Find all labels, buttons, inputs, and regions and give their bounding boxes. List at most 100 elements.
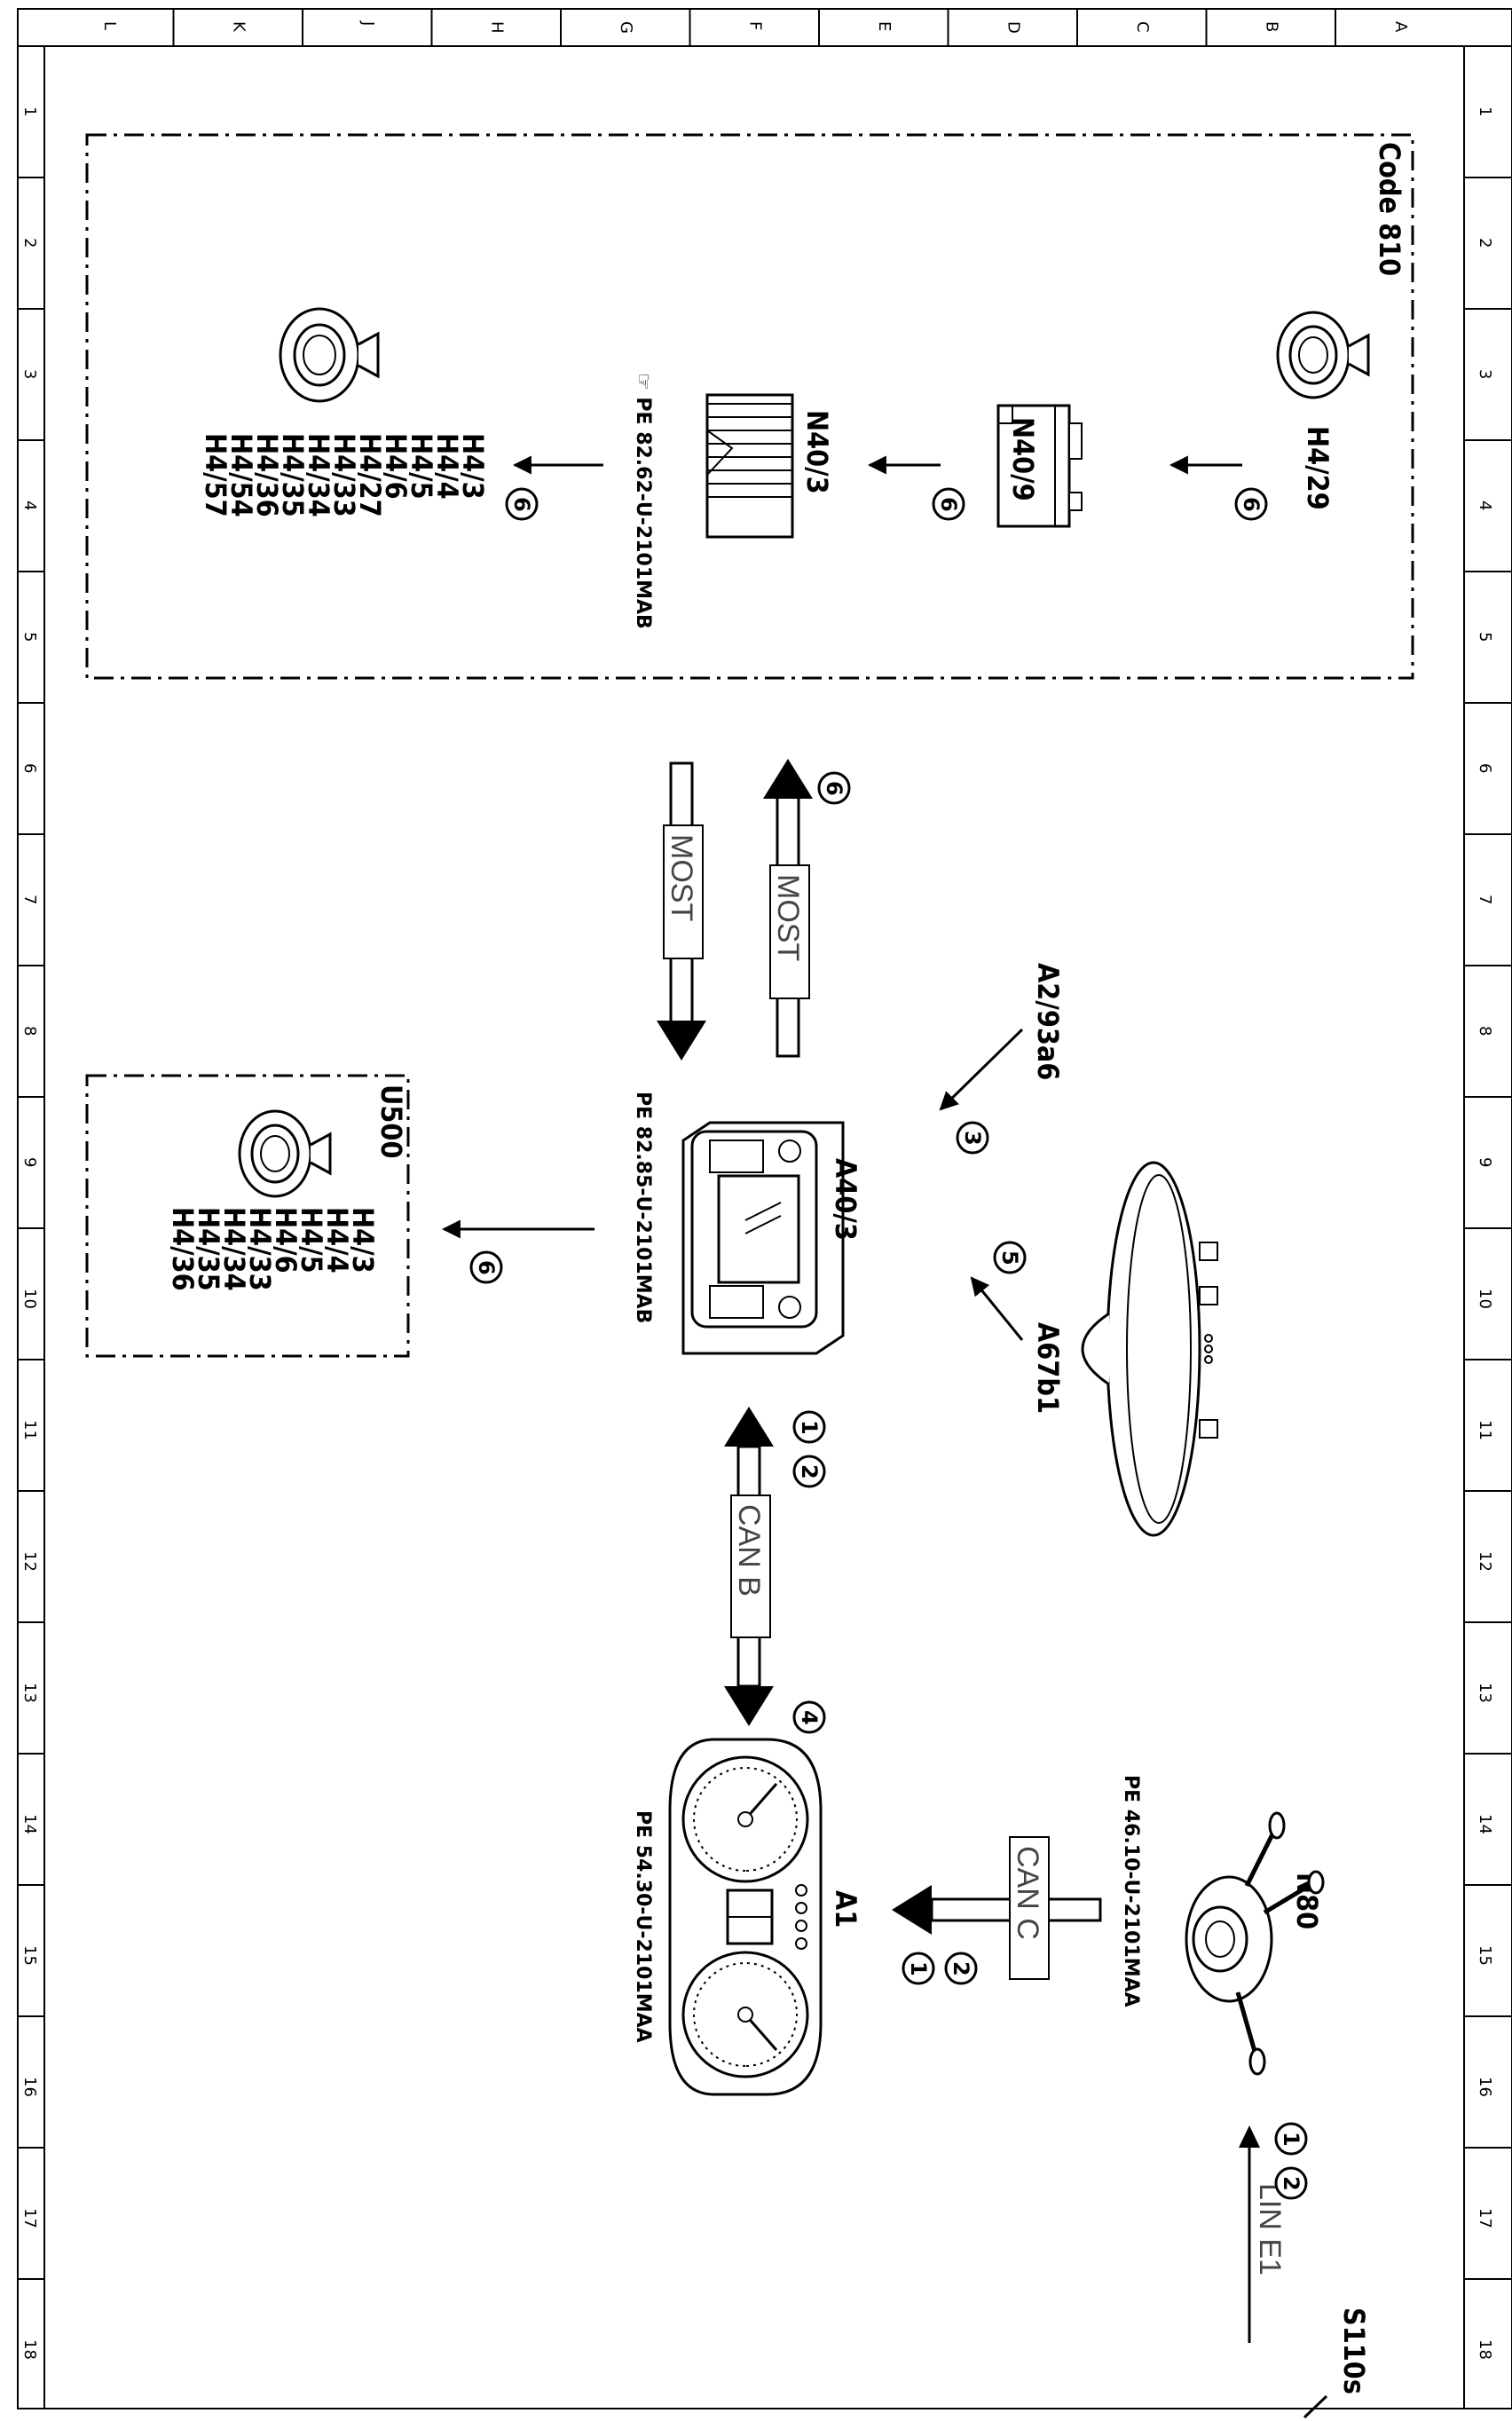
row-number-left: 9 (20, 1157, 39, 1167)
drawing-frame (17, 8, 1512, 2409)
row-number-left: 8 (20, 1026, 39, 1036)
speaker-label: H4/35 (276, 433, 310, 517)
a67b1-label: A67b1 (1031, 1322, 1065, 1414)
lin-e1-group: LIN E1 1 2 S110s (1239, 2122, 1371, 2419)
row-number-left: 15 (20, 1945, 39, 1966)
module-n40-9-icon (996, 404, 1083, 528)
s110s-label: S110s (1337, 2307, 1371, 2394)
n40-3-label: N40/3 (800, 410, 834, 494)
marker-2-label: 2 (1279, 2176, 1303, 2191)
row-number-left: 12 (20, 1551, 39, 1572)
speaker-icon (279, 307, 380, 403)
column-letter: L (100, 21, 119, 30)
row-number-right: 3 (1476, 369, 1494, 379)
a1-ref: PE 54.30-U-2101MAA (632, 1810, 654, 2043)
a1-group: A1 PE 54.30-U-2101MAA (632, 1738, 862, 2096)
instrument-cluster-icon (668, 1738, 823, 2096)
row-number-right: 9 (1476, 1157, 1494, 1167)
speaker-label: H4/36 (250, 433, 284, 517)
column-letter: C (1133, 21, 1152, 33)
row-number-right: 16 (1476, 2077, 1494, 2097)
marker-6 (505, 487, 539, 521)
marker-6 (817, 771, 851, 805)
a2-93a6-group: A2/93a6 3 (939, 963, 1065, 1155)
column-letter: E (875, 21, 894, 31)
column-letter: A (1391, 21, 1410, 33)
row-number-left: 5 (20, 632, 39, 642)
column-letter: G (617, 21, 635, 34)
row-number-left: 18 (20, 2339, 39, 2360)
row-number-right: 1 (1476, 106, 1494, 116)
speaker-label: H4/4 (320, 1207, 354, 1274)
rain-light-sensor-icon (1081, 1161, 1218, 1537)
marker-6 (469, 1250, 503, 1284)
marker-1 (1274, 2122, 1308, 2156)
a40-3-ref: PE 82.85-U-2101MAB (632, 1092, 654, 1323)
row-number-left: 16 (20, 2077, 39, 2097)
row-number-right: 18 (1476, 2339, 1494, 2360)
row-number-right: 15 (1476, 1945, 1494, 1966)
marker-3-label: 3 (960, 1131, 985, 1146)
marker-1-label: 1 (906, 1961, 931, 1976)
n80-group: N80 PE 46.10-U-2101MAA (1120, 1775, 1325, 2076)
row-number-right: 4 (1476, 501, 1494, 510)
arrow-a67b1-to-a40-3 (970, 1276, 1024, 1341)
head-unit-a40-3-icon (681, 1121, 845, 1355)
row-number-right: 12 (1476, 1551, 1494, 1572)
arrow-a2-93a6-to-a40-3 (939, 1028, 1024, 1111)
speaker-label: H4/5 (405, 433, 438, 500)
row-number-left: 1 (20, 106, 39, 116)
speaker-h4-29-icon (1276, 311, 1370, 399)
row-number-right: 10 (1476, 1289, 1494, 1309)
speaker-label: H4/5 (295, 1207, 328, 1274)
row-number-left: 7 (20, 895, 39, 904)
marker-3 (956, 1121, 989, 1155)
row-number-left: 3 (20, 369, 39, 379)
column-letter: H (487, 21, 506, 34)
n40-3-ref: ☞ PE 82.62-U-2101MAB (632, 373, 654, 629)
row-number-right: 11 (1476, 1420, 1494, 1440)
can-c-bus: CAN C 2 1 (892, 1836, 1102, 1985)
most-label-b: MOST (665, 834, 698, 921)
marker-4 (792, 1700, 826, 1734)
speaker-label: H4/3 (346, 1207, 380, 1274)
speaker-label: H4/57 (199, 433, 232, 517)
speaker-label: H4/6 (379, 433, 413, 500)
lin-e1-label: LIN E1 (1253, 2183, 1287, 2275)
can-b-label: CAN B (732, 1504, 766, 1597)
most-label-a: MOST (771, 874, 805, 961)
column-letter: B (1262, 21, 1280, 32)
row-number-left: 11 (20, 1420, 39, 1440)
speaker-label: H4/4 (430, 433, 464, 500)
column-letter: J (358, 20, 377, 26)
marker-1 (902, 1952, 935, 1985)
speaker-label: H4/36 (166, 1207, 200, 1291)
speaker-label: H4/34 (217, 1207, 251, 1291)
marker-1-label: 1 (797, 1420, 822, 1435)
column-letter: F (745, 21, 764, 30)
marker-2 (792, 1455, 826, 1488)
can-b-bus: CAN B 1 2 4 (724, 1407, 826, 1734)
row-number-right: 7 (1476, 895, 1494, 904)
row-number-left: 14 (20, 1814, 39, 1834)
row-number-left: 4 (20, 501, 39, 510)
speaker-label: H4/27 (353, 433, 387, 517)
row-number-left: 6 (20, 763, 39, 773)
marker-2 (944, 1952, 978, 1985)
row-number-left: 13 (20, 1683, 39, 1703)
speaker-label: H4/35 (192, 1207, 225, 1291)
marker-2-label: 2 (949, 1961, 973, 1976)
marker-6 (1234, 487, 1268, 521)
marker-6 (932, 487, 965, 521)
marker-6-label: 6 (1239, 497, 1264, 512)
speaker-label: H4/33 (327, 433, 361, 517)
column-letter: K (229, 21, 248, 33)
row-number-right: 2 (1476, 238, 1494, 248)
row-number-right: 17 (1476, 2208, 1494, 2228)
marker-5 (993, 1241, 1027, 1274)
u500-label: U500 (374, 1084, 408, 1158)
